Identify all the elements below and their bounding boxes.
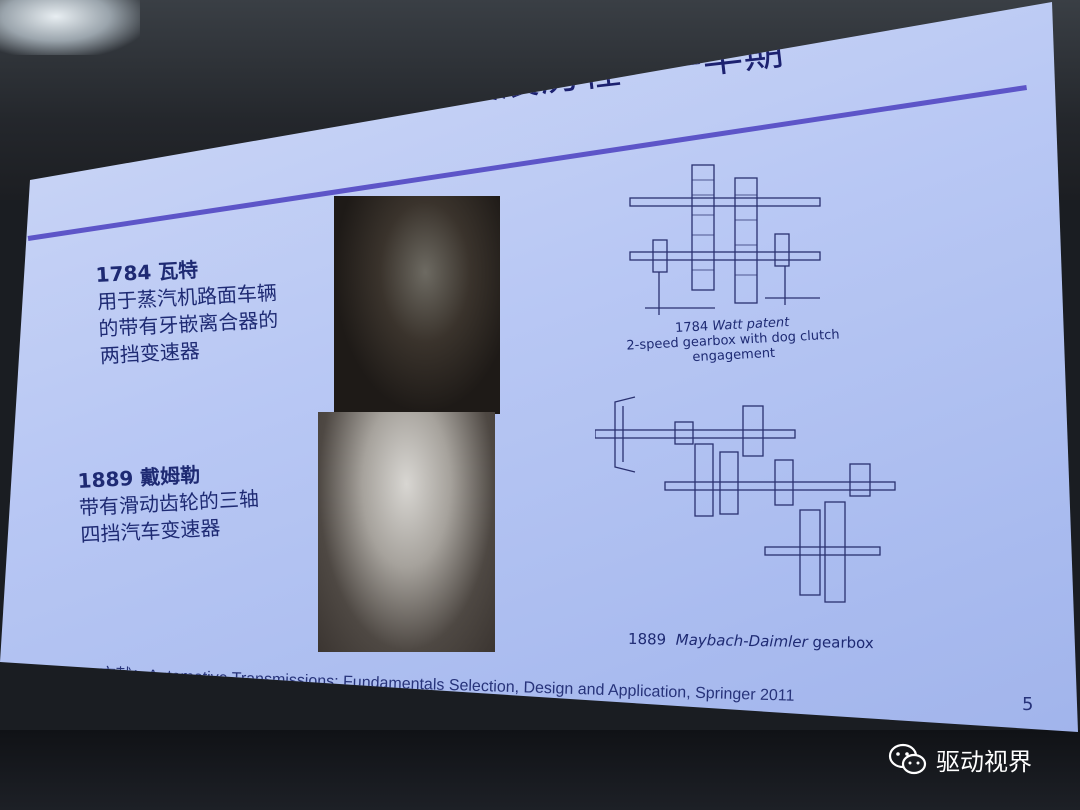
floor-background <box>0 730 1080 810</box>
chandelier <box>0 0 140 55</box>
caption-suffix: gearbox <box>812 633 874 653</box>
caption-italic: Maybach-Daimler <box>675 630 808 651</box>
daimler-heading: 1889 戴姆勒 <box>77 462 201 493</box>
caption-year: 1889 <box>627 629 667 649</box>
watt-heading: 1784 瓦特 <box>95 257 199 287</box>
daimler-gearbox-diagram <box>595 396 896 603</box>
watt-gearbox-diagram <box>629 164 821 315</box>
watermark-label: 驱动视界 <box>936 748 1032 776</box>
watt-text: 1784 瓦特 用于蒸汽机路面车辆 的带有牙嵌离合器的 两挡变速器 <box>95 253 280 370</box>
reference-citation: 文献：Automotive Transmissions: Fundamental… <box>99 665 795 705</box>
daimler-text: 1889 戴姆勒 带有滑动齿轮的三轴 四挡汽车变速器 <box>77 459 261 549</box>
daimler-caption: 1889 Maybach-Daimler gearbox <box>628 630 874 652</box>
page-number: 5 <box>1022 694 1034 715</box>
wechat-icon <box>888 743 927 774</box>
watermark: 驱动视界 <box>888 742 1032 777</box>
watt-portrait <box>334 196 500 414</box>
daimler-portrait <box>318 412 495 652</box>
